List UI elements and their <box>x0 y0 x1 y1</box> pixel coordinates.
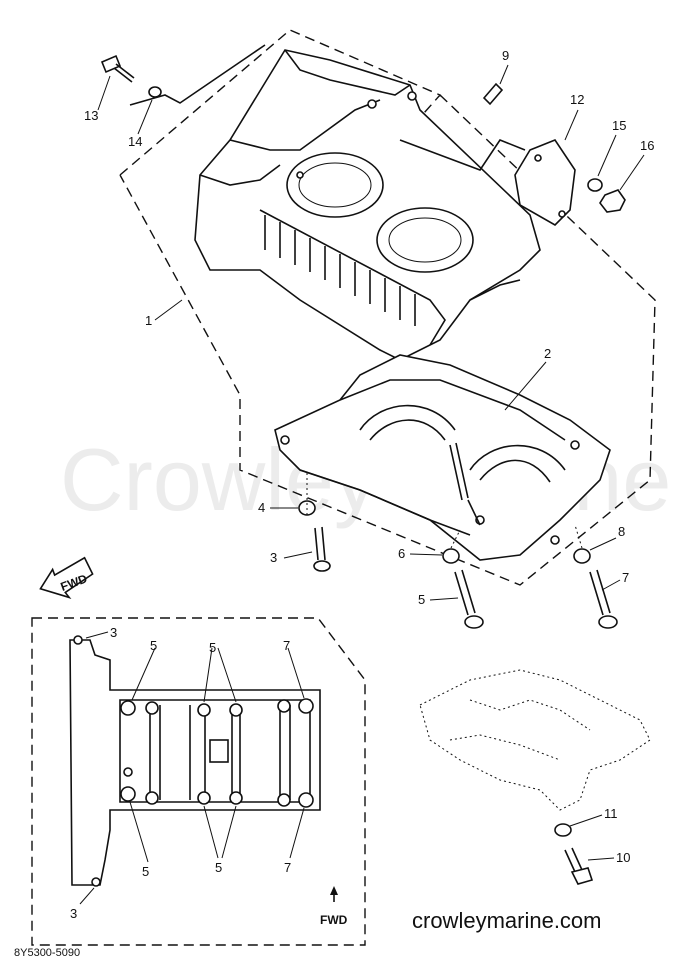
callout-10: 10 <box>616 850 630 865</box>
callout-9: 9 <box>502 48 509 63</box>
cover-plate-12 <box>514 139 576 226</box>
callout-15: 15 <box>612 118 626 133</box>
inset-callout-5-b: 5 <box>209 640 216 655</box>
inset-callout-7-top: 7 <box>283 638 290 653</box>
fwd-up-arrow-icon <box>330 886 338 895</box>
callouts: 1 2 3 4 5 6 7 8 9 10 11 12 13 14 15 16 <box>84 48 654 865</box>
inset-callout-3-top: 3 <box>110 625 117 640</box>
inset-callout-5-c: 5 <box>142 864 149 879</box>
callout-7: 7 <box>622 570 629 585</box>
inset-callout-5-a: 5 <box>150 638 157 653</box>
callout-13: 13 <box>84 108 98 123</box>
callout-16: 16 <box>640 138 654 153</box>
callout-14: 14 <box>128 134 142 149</box>
callout-6: 6 <box>398 546 405 561</box>
callout-2: 2 <box>544 346 551 361</box>
callout-3: 3 <box>270 550 277 565</box>
lower-crankcase <box>274 354 611 561</box>
callout-5: 5 <box>418 592 425 607</box>
inset-bottom-view: 3 5 5 7 5 5 7 3 FWD <box>31 617 366 946</box>
callout-1: 1 <box>145 313 152 328</box>
hardware-parts <box>100 54 626 629</box>
inset-callout-7-bottom: 7 <box>284 860 291 875</box>
diagram-code: 8Y5300-5090 <box>14 947 80 959</box>
fwd-label-inset: FWD <box>320 913 348 927</box>
inset-callout-5-d: 5 <box>215 860 222 875</box>
related-part-dotted <box>419 669 651 885</box>
leader-lines <box>129 44 583 549</box>
callout-11: 11 <box>604 806 618 821</box>
fwd-arrow-icon: FWD <box>39 556 94 599</box>
upper-crankcase <box>194 49 541 361</box>
callout-4: 4 <box>258 500 265 515</box>
site-url: crowleymarine.com <box>412 908 602 933</box>
callout-8: 8 <box>618 524 625 539</box>
inset-callout-3-bottom: 3 <box>70 906 77 921</box>
callout-12: 12 <box>570 92 584 107</box>
